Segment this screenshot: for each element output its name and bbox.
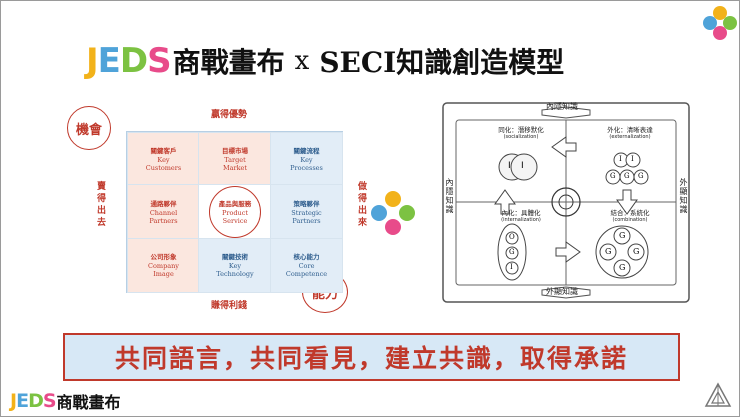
canvas-right-label: 做得出來: [356, 181, 366, 229]
seci-top-label: 內隱知識: [546, 102, 578, 111]
seci-comb-g-4: G: [619, 263, 626, 272]
title-x: x: [294, 46, 310, 76]
seci-ext-g-3: G: [638, 172, 644, 180]
title-main: 商戰畫布: [172, 46, 285, 79]
corner-emblem-icon: [704, 382, 732, 407]
seci-int-i: I: [510, 263, 513, 271]
seci-bottom-label: 外顯知識: [546, 287, 578, 296]
externalization-label: 外化：清晰表達 (externalization): [607, 126, 653, 140]
combination-label: 結合：系統化 (combination): [610, 209, 650, 223]
canvas-top-label: 贏得優勢: [211, 110, 248, 120]
seci-comb-g-3: G: [633, 247, 640, 256]
canvas-bottom-label: 賺得利錢: [211, 301, 248, 311]
seci-comb-g-1: G: [619, 231, 626, 240]
canvas-left-label: 賣得出去: [95, 181, 105, 229]
seci-comb-g-2: G: [605, 247, 612, 256]
footer-wordmark: JEDS: [10, 390, 57, 412]
seci-ext-g-2: G: [624, 172, 630, 180]
four-petal-logo-icon: [703, 6, 737, 40]
opportunity-oval: 機會: [67, 106, 111, 150]
seci-right-label: 外顯知識: [679, 178, 688, 214]
slogan-banner: 共同語言，共同看見，建立共識，取得承諾: [63, 333, 680, 381]
seci-i-left: I: [508, 161, 511, 171]
seci-model: 內隱知識 外顯知識 內隱知識 外顯知識 同化：潛移默化 (socializati…: [442, 102, 690, 303]
footer-brand-name: 商戰畫布: [56, 393, 121, 412]
page-title: JEDS 商戰畫布 x SECI知識創造模型: [86, 39, 564, 83]
footer-brand: JEDS 商戰畫布: [10, 389, 121, 413]
title-seci: SECI知識創造模型: [319, 46, 565, 79]
seci-ext-i-2: I: [631, 155, 634, 163]
brand-wordmark: JEDS: [86, 41, 172, 81]
slogan-text: 共同語言，共同看見，建立共識，取得承諾: [114, 344, 628, 373]
seci-int-o: O: [509, 233, 515, 241]
seci-int-g: G: [509, 248, 515, 256]
seci-ext-i-1: I: [619, 155, 622, 163]
socialization-label: 同化：潛移默化 (socialization): [498, 126, 544, 140]
seci-left-label: 內隱知識: [445, 178, 454, 214]
internalization-label: 內化：具體化 (internalization): [501, 209, 541, 223]
center-logo-icon: [371, 191, 415, 235]
seci-i-right: I: [521, 161, 524, 171]
seci-ext-g-1: G: [610, 172, 616, 180]
